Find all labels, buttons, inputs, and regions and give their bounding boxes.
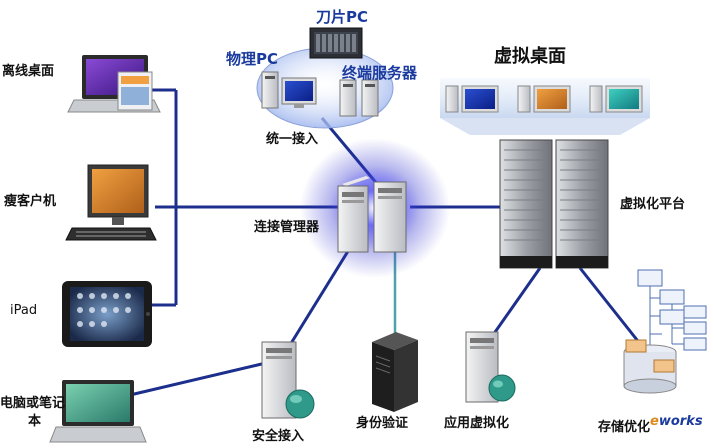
identity-verification-icon bbox=[372, 332, 418, 412]
label-app-virtualization: 应用虚拟化 bbox=[444, 416, 510, 431]
link-platform-to-app bbox=[491, 267, 542, 336]
label-offline-desktop: 离线桌面 bbox=[2, 64, 55, 79]
label-secure-access: 安全接入 bbox=[252, 429, 305, 444]
label-blade-pc: 刀片PC bbox=[316, 8, 369, 26]
label-terminal-server: 终端服务器 bbox=[342, 64, 418, 82]
virtual-desktop-monitor-2 bbox=[517, 85, 571, 113]
virtual-desktop-monitor-3 bbox=[589, 85, 643, 113]
label-physical-pc: 物理PC bbox=[226, 50, 279, 68]
watermark-part2: works bbox=[658, 414, 703, 429]
pc-laptop-icon bbox=[49, 380, 147, 443]
label-pc-laptop-line1: 电脑或笔记 bbox=[0, 396, 66, 411]
ipad-icon bbox=[62, 281, 152, 347]
secure-access-icon bbox=[261, 341, 315, 419]
link-platform-to-storage bbox=[578, 267, 647, 351]
label-connection-manager: 连接管理器 bbox=[254, 220, 320, 235]
physical-pc-icon bbox=[261, 71, 317, 109]
storage-optimization-icon bbox=[623, 269, 707, 394]
link-laptop-to-secure bbox=[129, 360, 271, 397]
label-identity-verification: 身份验证 bbox=[356, 416, 409, 431]
label-virtualization-platform: 虚拟化平台 bbox=[620, 197, 686, 212]
label-virtual-desktop: 虚拟桌面 bbox=[494, 46, 566, 67]
terminal-server-icon bbox=[339, 79, 379, 117]
app-virtualization-icon bbox=[465, 331, 516, 403]
virtual-desktop-monitor-1 bbox=[445, 85, 499, 113]
label-unified-access: 统一接入 bbox=[266, 132, 319, 147]
label-thin-client: 瘦客户机 bbox=[4, 194, 57, 209]
label-pc-laptop-line2: 本 bbox=[28, 414, 42, 429]
watermark-part1: e bbox=[650, 414, 659, 429]
watermark: eworks bbox=[650, 414, 703, 429]
thin-client-icon bbox=[65, 164, 157, 241]
connection-manager-icon bbox=[337, 176, 407, 253]
virtualization-platform-icon bbox=[499, 139, 609, 269]
offline-desktop-laptop-icon bbox=[67, 55, 161, 113]
virtual-desktop-group bbox=[440, 78, 650, 135]
label-ipad: iPad bbox=[10, 303, 38, 318]
label-storage-optimization: 存储优化 bbox=[598, 420, 651, 435]
blade-pc-icon bbox=[309, 27, 363, 59]
